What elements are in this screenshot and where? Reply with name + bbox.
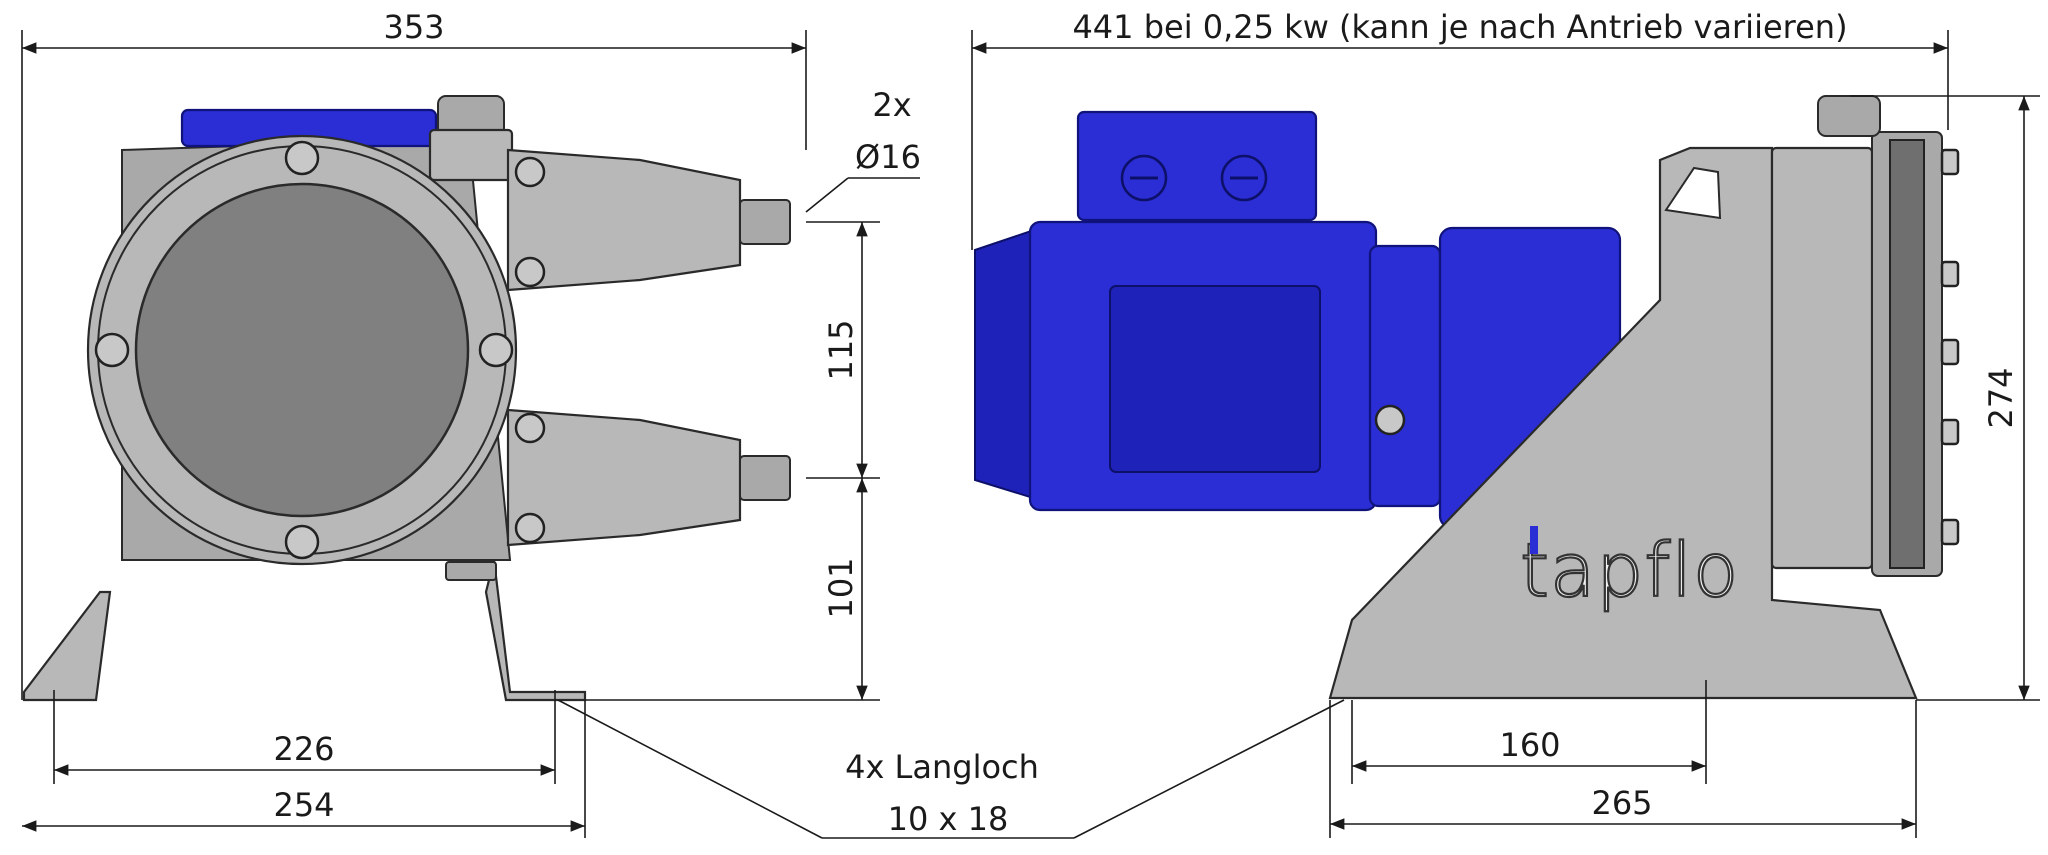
cover-bolt-1 — [1940, 148, 1960, 176]
motor-center-band — [1109, 285, 1321, 473]
lower-port-bolt-1 — [514, 412, 546, 444]
gearbox-coupling — [1368, 244, 1442, 508]
label-353: 353 — [383, 8, 444, 46]
upper-hose-connector — [739, 199, 791, 245]
front-cap-base — [428, 128, 514, 182]
label-port-diameter: Ø16 — [855, 138, 921, 176]
label-226: 226 — [273, 730, 334, 768]
dimension-labels: 353 441 bei 0,25 kw (kann je nach Antrie… — [273, 8, 2020, 838]
lower-port-bolt-2 — [514, 512, 546, 544]
dimension-lines — [21, 30, 2040, 839]
flange-bolt-left — [94, 332, 130, 368]
label-slot-count: 4x Langloch — [845, 748, 1039, 786]
cover-bolt-2 — [1940, 260, 1960, 288]
upper-port-bolt-2 — [514, 256, 546, 288]
front-view — [22, 95, 791, 702]
leader-slot-left — [557, 699, 823, 839]
leader-slot-right — [1073, 699, 1345, 839]
label-265: 265 — [1591, 784, 1652, 822]
label-port-count: 2x — [872, 86, 911, 124]
pump-housing — [1770, 146, 1874, 570]
upper-port-bolt-1 — [514, 156, 546, 188]
gearbox-bolt — [1374, 404, 1406, 436]
logo-accent — [1530, 526, 1538, 554]
label-441: 441 bei 0,25 kw (kann je nach Antrieb va… — [1072, 8, 1847, 46]
flange-bolt-top — [284, 140, 320, 176]
cover-bolt-3 — [1940, 338, 1960, 366]
upper-port-housing — [506, 148, 742, 292]
label-slot-size: 10 x 18 — [888, 800, 1009, 838]
label-101: 101 — [822, 557, 860, 618]
lower-port-housing — [506, 408, 742, 547]
cover-bolt-5 — [1940, 518, 1960, 546]
side-view: tapflo — [974, 95, 1960, 700]
motor-terminal-box — [1076, 110, 1318, 222]
lower-hose-connector — [739, 455, 791, 501]
front-left-foot — [22, 590, 112, 702]
stand-cutout — [1664, 166, 1722, 220]
flange-bolt-bottom — [284, 524, 320, 560]
front-window — [134, 182, 470, 518]
label-274: 274 — [1982, 367, 2020, 428]
front-right-foot — [484, 559, 587, 702]
cover-bolt-4 — [1940, 418, 1960, 446]
front-bottom-nut — [445, 561, 497, 581]
pump-cover-plate — [1889, 139, 1925, 569]
side-top-cap — [1817, 95, 1881, 137]
label-160: 160 — [1499, 726, 1560, 764]
flange-bolt-right — [478, 332, 514, 368]
pump-stand — [1328, 146, 1918, 700]
brand-logo: tapflo — [1520, 528, 1739, 614]
leader-port — [805, 177, 849, 213]
label-254: 254 — [273, 786, 334, 824]
label-115: 115 — [822, 319, 860, 380]
